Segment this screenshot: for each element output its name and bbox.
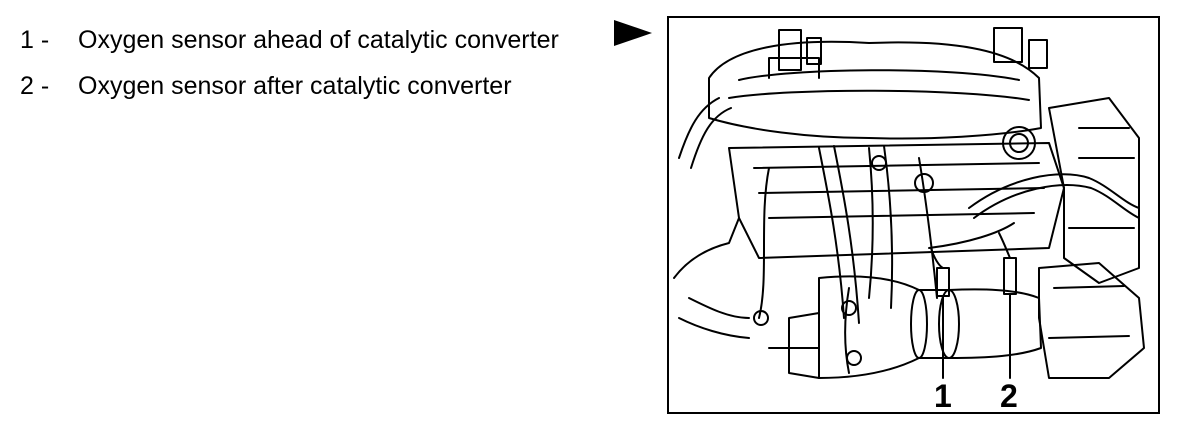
engine-illustration: 1 2 [667,16,1160,414]
callout-label-1: 1 [934,378,952,414]
legend-item-text: Oxygen sensor after catalytic converter [78,72,512,100]
pointer-arrow-icon [614,20,652,46]
legend-item-2: 2 - Oxygen sensor after catalytic conver… [20,72,559,118]
legend: 1 - Oxygen sensor ahead of catalytic con… [20,26,559,118]
legend-item-1: 1 - Oxygen sensor ahead of catalytic con… [20,26,559,72]
legend-item-number: 1 - [20,26,50,54]
callout-label-2: 2 [1000,378,1018,414]
legend-item-text: Oxygen sensor ahead of catalytic convert… [78,26,559,54]
engine-drawing [673,27,1145,379]
legend-item-number: 2 - [20,72,50,100]
